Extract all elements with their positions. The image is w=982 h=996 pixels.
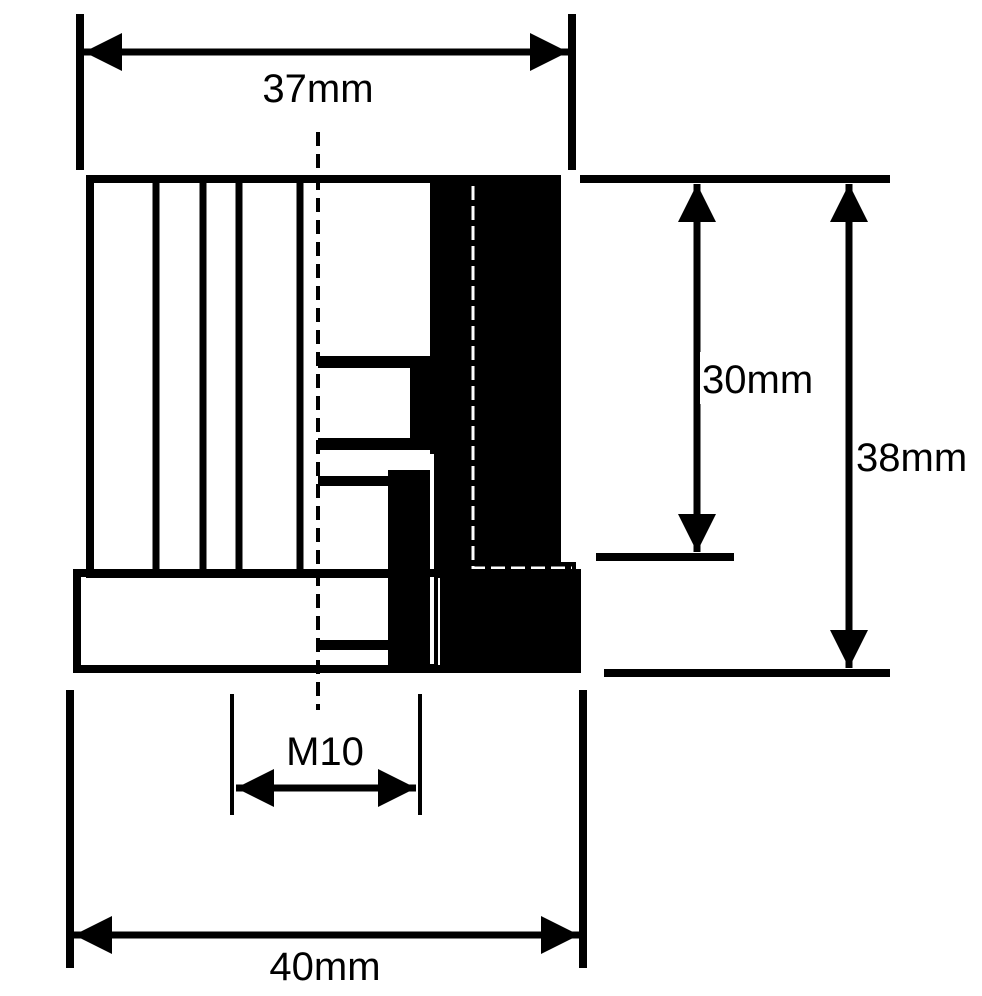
bore-step-1 bbox=[318, 356, 430, 368]
label-top-width: 37mm bbox=[262, 67, 373, 111]
label-total-height: 38mm bbox=[856, 436, 967, 480]
section-fill-upper bbox=[430, 179, 557, 574]
knob-skirt bbox=[73, 569, 581, 673]
label-bg bbox=[700, 352, 824, 404]
dimension-heights: 30mm 38mm bbox=[580, 175, 978, 677]
knob-body bbox=[73, 132, 581, 710]
bore-step-4 bbox=[318, 476, 390, 486]
bore-step-2 bbox=[410, 362, 440, 446]
hidden-line bbox=[471, 186, 572, 570]
label-bottom-width: 40mm bbox=[269, 945, 380, 989]
bore-step-3 bbox=[318, 438, 440, 450]
bore-step-5 bbox=[320, 640, 392, 650]
label-inner-height: 30mm bbox=[702, 358, 813, 402]
dimension-bottom-width: 40mm bbox=[66, 690, 587, 989]
label-thread: M10 bbox=[286, 730, 364, 774]
dimension-thread: M10 bbox=[230, 694, 422, 815]
label-bg bbox=[854, 432, 978, 484]
bore-insert-line bbox=[320, 454, 434, 664]
dimension-top-width: 37mm bbox=[76, 14, 576, 170]
bore-wall bbox=[388, 470, 438, 665]
section-fill-lower bbox=[440, 562, 576, 672]
